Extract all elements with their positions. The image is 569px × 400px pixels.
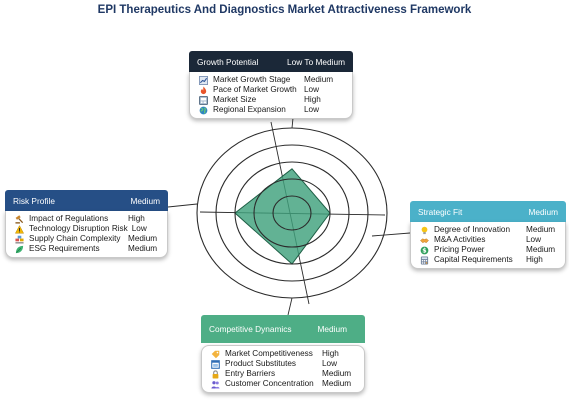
item-label: Market Growth Stage — [213, 75, 291, 84]
flame-icon — [199, 85, 208, 95]
competitive-dynamics-title: Competitive Dynamics — [209, 324, 292, 334]
risk-profile-list: Impact of Regulations High Technology Di… — [5, 211, 168, 258]
radar-axis-line — [167, 203, 198, 208]
strategic-fit-card: Strategic Fit Medium Degree of Innovatio… — [410, 201, 566, 269]
users-icon — [211, 380, 220, 389]
item-label: Technology Disruption Risk — [29, 224, 128, 233]
radar-ring — [215, 144, 369, 282]
growth-potential-list: Market Growth Stage Medium Pace of Marke… — [189, 72, 353, 119]
gavel-icon — [15, 214, 24, 224]
item-value: Medium — [526, 245, 556, 254]
strategic-fit-list: Degree of Innovation Medium M&A Activiti… — [410, 222, 566, 269]
risk-profile-header: Risk Profile Medium — [5, 190, 168, 211]
item-value: Low — [304, 105, 320, 114]
page-title: EPI Therapeutics And Diagnostics Market … — [97, 4, 472, 16]
strategic-fit-rating: Medium — [528, 206, 558, 217]
item-value: High — [304, 95, 321, 104]
list-item: Customer Concentration Medium — [211, 379, 356, 389]
list-item: Market Size High — [199, 95, 344, 105]
growth-potential-header: Growth Potential Low To Medium — [189, 51, 353, 72]
tag-icon — [211, 350, 220, 359]
list-item: Technology Disruption Risk Low — [15, 224, 159, 234]
leaf-icon — [15, 245, 24, 254]
radar-ring — [272, 195, 312, 231]
list-item: Product Substitutes Low — [211, 359, 356, 369]
list-item: ESG Requirements Medium — [15, 244, 159, 254]
list-item: Impact of Regulations High — [15, 214, 159, 224]
calculator-icon — [420, 255, 429, 265]
supply-chain-icon — [15, 235, 24, 244]
item-label: Market Competitiveness — [225, 349, 313, 358]
item-value: Low — [322, 359, 338, 368]
item-label: Pace of Market Growth — [213, 85, 297, 94]
radar-value-shape — [234, 168, 331, 265]
item-value: Medium — [526, 225, 556, 234]
growth-potential-card: Growth Potential Low To Medium Market Gr… — [189, 51, 353, 119]
item-value: Low — [131, 224, 147, 233]
item-label: Customer Concentration — [225, 379, 314, 388]
radar-axis-line — [291, 117, 294, 129]
item-value: High — [526, 255, 543, 264]
growth-potential-rating: Low To Medium — [287, 56, 345, 67]
warning-icon — [15, 224, 24, 234]
item-value: Medium — [322, 379, 352, 388]
item-value: High — [128, 214, 145, 223]
risk-profile-card: Risk Profile Medium Impact of Regulation… — [5, 190, 168, 258]
item-label: M&A Activities — [434, 235, 486, 244]
item-label: Entry Barriers — [225, 369, 276, 378]
item-label: Regional Expansion — [213, 105, 286, 114]
item-label: Impact of Regulations — [29, 214, 109, 223]
item-label: Product Substitutes — [225, 359, 296, 368]
list-item: Market Competitiveness High — [211, 349, 356, 359]
list-item: Pace of Market Growth Low — [199, 85, 344, 95]
radar-rings — [196, 127, 388, 299]
item-value: Medium — [128, 234, 158, 243]
item-value: Low — [526, 235, 542, 244]
item-label: Degree of Innovation — [434, 225, 511, 234]
competitive-dynamics-header: Competitive Dynamics Medium — [201, 315, 365, 343]
list-item: Supply Chain Complexity Medium — [15, 234, 159, 244]
globe-icon — [199, 106, 208, 115]
dashboard-icon — [199, 95, 208, 105]
item-label: Capital Requirements — [434, 255, 513, 264]
list-item: Degree of Innovation Medium — [420, 225, 557, 235]
list-item: Capital Requirements High — [420, 255, 557, 265]
item-value: Medium — [128, 244, 158, 253]
item-value: Low — [304, 85, 320, 94]
item-value: High — [322, 349, 339, 358]
radar-ring — [253, 178, 331, 248]
risk-profile-rating: Medium — [130, 195, 160, 206]
item-value: Medium — [322, 369, 352, 378]
lock-icon — [211, 369, 220, 379]
window-icon — [211, 359, 220, 369]
list-item: Regional Expansion Low — [199, 105, 344, 115]
list-item: M&A Activities Low — [420, 235, 557, 245]
strategic-fit-header: Strategic Fit Medium — [410, 201, 566, 222]
list-item: $ Pricing Power Medium — [420, 245, 557, 255]
growth-potential-title: Growth Potential — [197, 56, 259, 67]
handshake-icon — [420, 236, 429, 245]
radar-axis-line — [287, 297, 293, 316]
item-value: Medium — [304, 75, 334, 84]
radar-axis-line — [371, 232, 411, 237]
list-item: Market Growth Stage Medium — [199, 75, 344, 85]
item-label: Pricing Power — [434, 245, 485, 254]
item-label: Supply Chain Complexity — [29, 234, 121, 243]
list-item: Entry Barriers Medium — [211, 369, 356, 379]
item-label: ESG Requirements — [29, 244, 100, 253]
radar-ring — [196, 127, 388, 299]
competitive-dynamics-list: Market Competitiveness High Product Subs… — [201, 345, 365, 393]
competitive-dynamics-card: Competitive Dynamics Medium Market Compe… — [201, 315, 365, 393]
lightbulb-icon — [420, 226, 429, 235]
svg-text:$: $ — [422, 247, 426, 254]
competitive-dynamics-rating: Medium — [317, 324, 347, 334]
risk-profile-title: Risk Profile — [13, 195, 55, 206]
dollar-icon: $ — [420, 246, 429, 255]
strategic-fit-title: Strategic Fit — [418, 206, 463, 217]
item-label: Market Size — [213, 95, 257, 104]
bar-chart-icon — [199, 75, 208, 85]
radar-ring — [234, 161, 350, 265]
